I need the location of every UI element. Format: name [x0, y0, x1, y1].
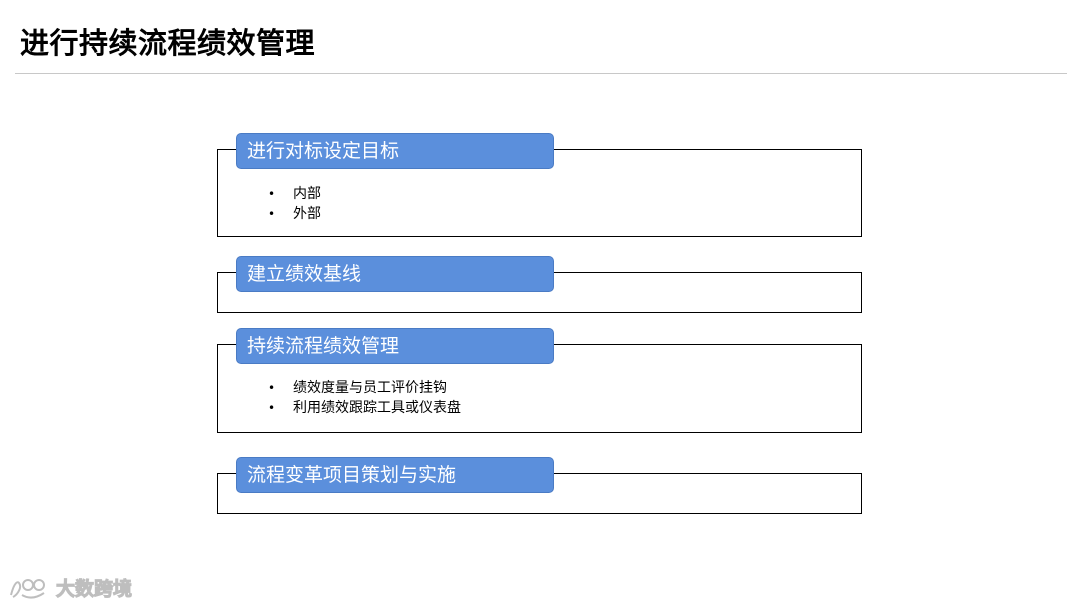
bullet-list-benchmark: •内部 •外部 — [266, 184, 321, 224]
list-item: •利用绩效跟踪工具或仪表盘 — [268, 400, 461, 416]
bullet-icon: • — [268, 401, 276, 415]
watermark-logo: 大数跨境 — [8, 574, 133, 601]
list-item: •绩效度量与员工评价挂钩 — [268, 380, 447, 396]
section-heading-baseline: 建立绩效基线 — [236, 256, 554, 292]
section-heading-performance: 持续流程绩效管理 — [236, 328, 554, 364]
bullet-icon: • — [268, 187, 276, 201]
section-heading-change-project: 流程变革项目策划与实施 — [236, 457, 554, 493]
bullet-list-performance: •绩效度量与员工评价挂钩 •利用绩效跟踪工具或仪表盘 — [266, 378, 461, 418]
bullet-icon: • — [268, 381, 276, 395]
title-divider — [15, 73, 1067, 74]
list-item: •内部 — [268, 186, 321, 202]
page-title: 进行持续流程绩效管理 — [20, 26, 316, 60]
brand-logo-icon — [10, 578, 45, 599]
bullet-icon: • — [268, 207, 276, 221]
watermark-text: 大数跨境 — [55, 578, 133, 601]
section-heading-benchmark: 进行对标设定目标 — [236, 133, 554, 169]
list-item: •外部 — [268, 206, 321, 222]
